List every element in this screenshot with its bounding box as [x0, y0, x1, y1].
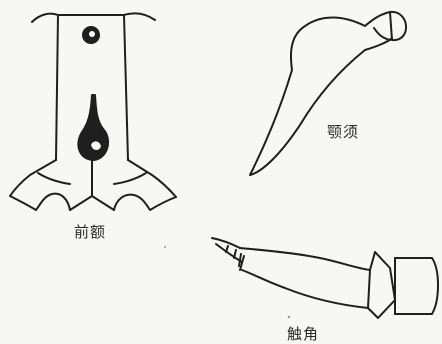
frons-left-horn	[32, 14, 58, 22]
frons-inner-curve-right	[114, 173, 146, 184]
mandible-outline	[250, 12, 392, 175]
frons-teardrop-spot	[78, 95, 108, 160]
frons-left-side	[56, 15, 58, 160]
antenna-drawing	[212, 238, 438, 318]
scan-speck	[288, 316, 290, 318]
frons-right-side	[124, 15, 128, 160]
label-frons: 前额	[74, 221, 106, 242]
frons-right-horn	[124, 13, 155, 20]
frons-bottom-right	[114, 195, 176, 210]
antenna-tip	[212, 238, 240, 248]
antenna-pedicel	[368, 252, 395, 318]
frons-drawing	[10, 13, 176, 210]
antenna-scape	[395, 258, 438, 314]
scan-speck	[164, 246, 166, 248]
label-antenna: 触角	[287, 323, 319, 344]
frons-bottom-left	[10, 194, 70, 210]
frons-bottom-mid	[70, 196, 114, 210]
label-mandible: 颚须	[327, 121, 359, 142]
mandible-base-joint	[390, 12, 406, 40]
antenna-flagellum	[240, 248, 370, 308]
mandible-drawing	[250, 12, 406, 175]
frons-inner-curve-left	[38, 173, 70, 184]
